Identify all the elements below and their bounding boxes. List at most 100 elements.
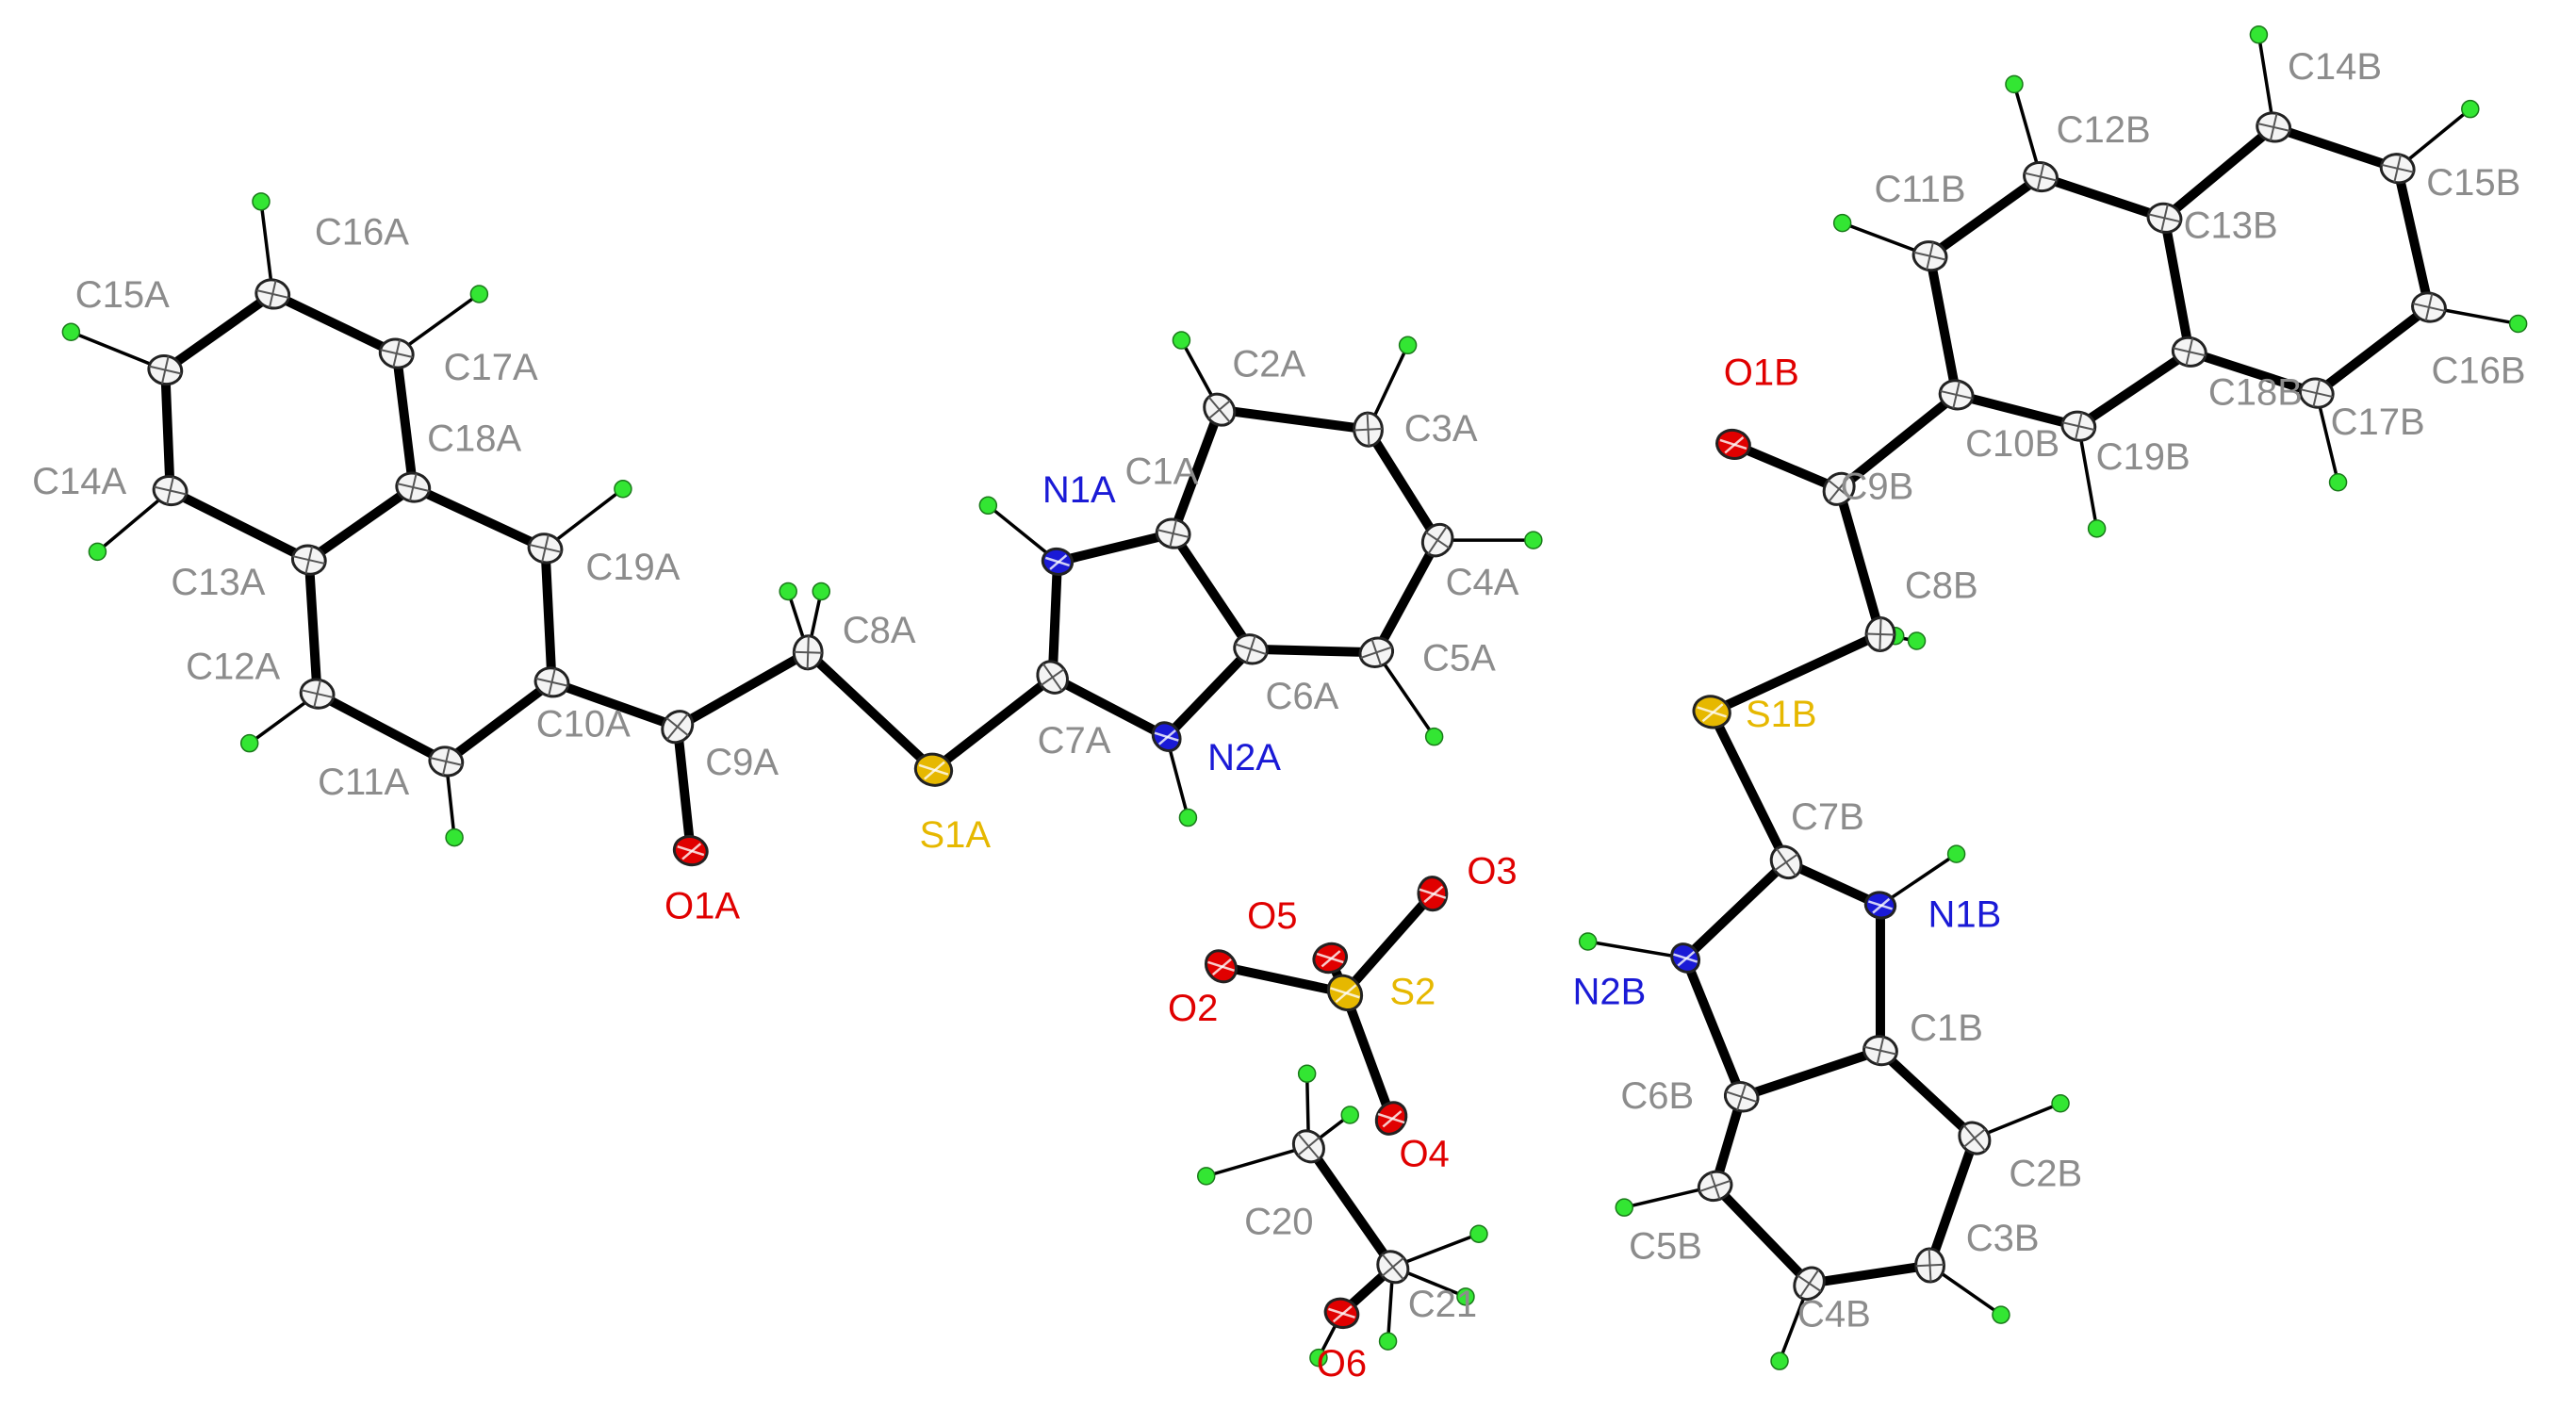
hydrogen-atom xyxy=(88,542,107,562)
hydrogen-atom xyxy=(2328,473,2348,492)
atom-label-o1a: O1A xyxy=(665,886,740,927)
bond-c19a-c10a xyxy=(540,543,557,687)
atom-label-c13b: C13B xyxy=(2184,205,2278,246)
atom-label-c16a: C16A xyxy=(315,211,409,253)
bond-c9b-c8b xyxy=(1834,483,1885,640)
bond-c12b-h xyxy=(2012,82,2043,179)
bond-s2-o2 xyxy=(1216,961,1350,998)
atom-c1b xyxy=(1862,1035,1898,1067)
atom-c6b xyxy=(1723,1081,1760,1113)
bond-c11b-c12b xyxy=(1925,172,2046,261)
atom-label-n1a: N1A xyxy=(1042,469,1116,511)
atom-c18a xyxy=(395,471,432,503)
atom-c16a xyxy=(254,278,291,310)
atom-label-c21: C21 xyxy=(1408,1284,1477,1325)
atom-label-c18b: C18B xyxy=(2208,371,2303,413)
atom-c2b xyxy=(1958,1121,1992,1155)
atom-s1a xyxy=(913,752,954,787)
atom-c14b xyxy=(2256,111,2292,143)
atom-label-c10a: C10A xyxy=(536,704,631,745)
hydrogen-atom xyxy=(1615,1198,1633,1217)
bond-n2b-c6b xyxy=(1681,953,1747,1102)
hydrogen-atom xyxy=(614,480,632,499)
atom-c9a xyxy=(661,710,695,745)
atom-c3b xyxy=(1914,1247,1945,1284)
atom-c10b xyxy=(1938,379,1975,411)
atom-label-c9a: C9A xyxy=(705,742,779,783)
atom-label-s1a: S1A xyxy=(919,814,991,856)
bond-c2a-c3a xyxy=(1214,404,1373,434)
atom-label-c6b: C6B xyxy=(1620,1075,1694,1117)
atom-label-c12a: C12A xyxy=(186,646,280,687)
atom-c14a xyxy=(152,474,189,507)
hydrogen-atom xyxy=(812,582,831,601)
bond-c13b-c14b xyxy=(2159,122,2279,223)
atom-n1a xyxy=(1041,547,1075,576)
atom-c21 xyxy=(1376,1250,1410,1285)
atom-label-c19b: C19B xyxy=(2096,436,2190,478)
bond-c17a-h xyxy=(394,292,482,355)
atom-label-c12b: C12B xyxy=(2057,109,2151,151)
atom-label-c11a: C11A xyxy=(318,762,409,803)
atom-n2a xyxy=(1151,721,1182,753)
bond-c17b-c18b xyxy=(2184,347,2322,399)
bond-c19b-h xyxy=(2076,424,2099,531)
atom-c3a xyxy=(1353,411,1384,448)
bond-n1a-c7a xyxy=(1047,556,1062,682)
atom-label-c11b: C11B xyxy=(1874,169,1965,210)
atom-c6a xyxy=(1233,633,1269,665)
hydrogen-atom xyxy=(1309,1348,1328,1368)
bond-c12b-c13b xyxy=(2036,172,2170,223)
atom-label-c4a: C4A xyxy=(1446,562,1519,603)
bond-s2-o4 xyxy=(1339,988,1397,1123)
hydrogen-atom xyxy=(1946,844,1966,863)
bond-c7b-n2b xyxy=(1681,857,1792,963)
bond-c13a-c18a xyxy=(304,483,418,565)
atom-label-c16b: C16B xyxy=(2432,351,2526,392)
atom-c19b xyxy=(2060,410,2097,442)
bond-c4b-c5b xyxy=(1710,1181,1814,1288)
hydrogen-atom xyxy=(445,827,464,847)
hydrogen-atom xyxy=(978,496,998,516)
bond-c15b-c16b xyxy=(2392,163,2434,312)
atom-label-o3: O3 xyxy=(1467,851,1517,893)
bond-c18b-c19b xyxy=(2074,347,2194,432)
bond-c1b-c2b xyxy=(1875,1045,1979,1143)
atom-c19a xyxy=(527,532,564,565)
atom-c8a xyxy=(792,634,824,671)
bond-c10a-c11a xyxy=(441,677,557,766)
atom-label-c19a: C19A xyxy=(585,547,680,588)
atom-c9b xyxy=(1822,471,1856,506)
bond-n2b-h xyxy=(1585,940,1687,960)
hydrogen-atom xyxy=(1340,1106,1359,1124)
bond-c1a-n1a xyxy=(1052,529,1178,566)
hydrogen-atom xyxy=(1469,1224,1488,1243)
atom-label-c3b: C3B xyxy=(1966,1218,2040,1259)
atom-o5 xyxy=(1312,942,1348,975)
bond-c4a-c5a xyxy=(1371,535,1443,658)
hydrogen-atom xyxy=(1832,213,1852,233)
atom-c15b xyxy=(2379,153,2416,185)
hydrogen-atom xyxy=(1424,727,1444,746)
atom-c13b xyxy=(2146,202,2183,234)
atom-label-c7a: C7A xyxy=(1038,720,1111,762)
bond-c17a-c18a xyxy=(391,349,418,493)
hydrogen-atom xyxy=(2508,314,2528,334)
bond-c9b-c10b xyxy=(1834,389,1961,494)
bond-c13a-c14a xyxy=(165,485,314,565)
atom-label-c9b: C9B xyxy=(1841,466,1914,507)
atom-o4 xyxy=(1374,1101,1408,1136)
atom-c7b xyxy=(1769,844,1803,880)
atom-o3 xyxy=(1417,876,1449,912)
hydrogen-atom xyxy=(1907,631,1927,650)
atom-o1b xyxy=(1715,428,1751,461)
hydrogen-atom xyxy=(2051,1094,2070,1113)
bond-c14a-c15a xyxy=(160,365,175,496)
atom-label-c14b: C14B xyxy=(2288,46,2382,88)
atom-label-o1b: O1B xyxy=(1724,352,1799,393)
hydrogen-atom xyxy=(61,322,81,342)
atom-label-s1b: S1B xyxy=(1746,694,1817,735)
bond-n1b-h xyxy=(1879,852,1959,908)
